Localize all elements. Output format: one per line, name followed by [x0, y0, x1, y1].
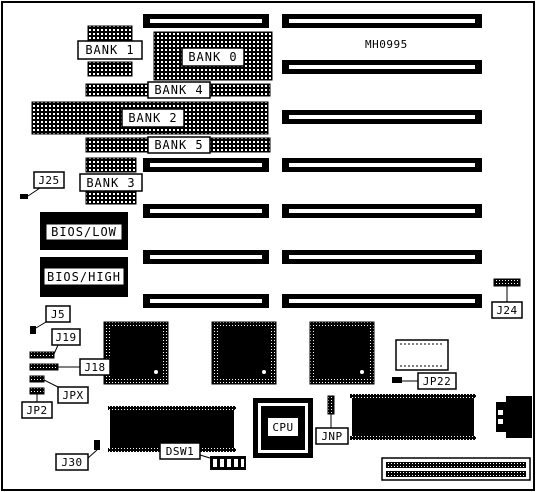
oscillator: [395, 339, 449, 371]
bank-1-label: BANK 1: [85, 43, 134, 57]
bios-high-label: BIOS/HIGH: [47, 270, 121, 284]
bank-4-label-box: [147, 81, 211, 99]
bank-5-label-box: [147, 136, 211, 154]
jnp-jumper: [327, 395, 335, 415]
diagram-id: MH0995: [365, 38, 408, 51]
j18-label: J18: [84, 361, 105, 374]
cpu-label: CPU: [272, 421, 293, 434]
j25-jumper: [20, 194, 28, 199]
j18-label-box: [79, 358, 111, 376]
j24-label-box: [491, 301, 523, 319]
j24-label: J24: [496, 304, 517, 317]
bank-2-label: BANK 2: [128, 111, 177, 125]
j25-label-box: [33, 171, 65, 189]
bank-1-sockets: [87, 25, 133, 77]
plcc-chip-3: [309, 321, 375, 385]
bank-0-label-box: [181, 47, 245, 67]
jpx-label-box: [57, 386, 89, 404]
jp22-label-box: [417, 372, 457, 390]
jp22-jumper: [392, 377, 402, 383]
power-connector: [381, 457, 531, 481]
j18-jumper: [29, 363, 59, 371]
bank-3-sockets: [85, 157, 137, 205]
plcc-chip-1: [103, 321, 169, 385]
plcc-chip-2: [211, 321, 277, 385]
bank-3-label-box: [79, 173, 143, 192]
j30-label: J30: [61, 456, 82, 469]
jp22-label: JP22: [423, 375, 452, 388]
j19-label-box: [51, 328, 81, 346]
keyboard-connector: [496, 396, 532, 438]
j5-label-box: [45, 305, 71, 323]
bank-5-label: BANK 5: [154, 138, 203, 152]
cpu-socket: [253, 398, 313, 458]
bank-0-label: BANK 0: [188, 50, 237, 64]
j19-jumper: [29, 351, 55, 359]
dsw1-label: DSW1: [166, 445, 195, 458]
bank-1-label-box: [77, 40, 143, 60]
j30-jumper: [94, 440, 100, 450]
jp2-label: JP2: [26, 404, 47, 417]
j5-jumper: [30, 326, 36, 334]
bank-2-label-box: [121, 108, 185, 128]
jnp-label-box: [315, 427, 349, 445]
dsw1-label-box: [159, 442, 201, 460]
jp2-jumper: [29, 387, 45, 395]
jnp-label: JNP: [321, 430, 342, 443]
j25-label: J25: [38, 174, 59, 187]
bios-low-label: BIOS/LOW: [51, 225, 117, 239]
jpx-label: JPX: [62, 389, 83, 402]
jpx-jumper: [29, 375, 45, 383]
bank-3-label: BANK 3: [86, 176, 135, 190]
bank-4-label: BANK 4: [154, 83, 203, 97]
j5-label: J5: [51, 308, 65, 321]
dip-chip-right: [352, 396, 474, 438]
expansion-slots: [143, 14, 482, 308]
j24-jumper: [493, 278, 521, 287]
j19-label: J19: [55, 331, 76, 344]
jp2-label-box: [21, 401, 53, 419]
j30-label-box: [55, 453, 89, 471]
